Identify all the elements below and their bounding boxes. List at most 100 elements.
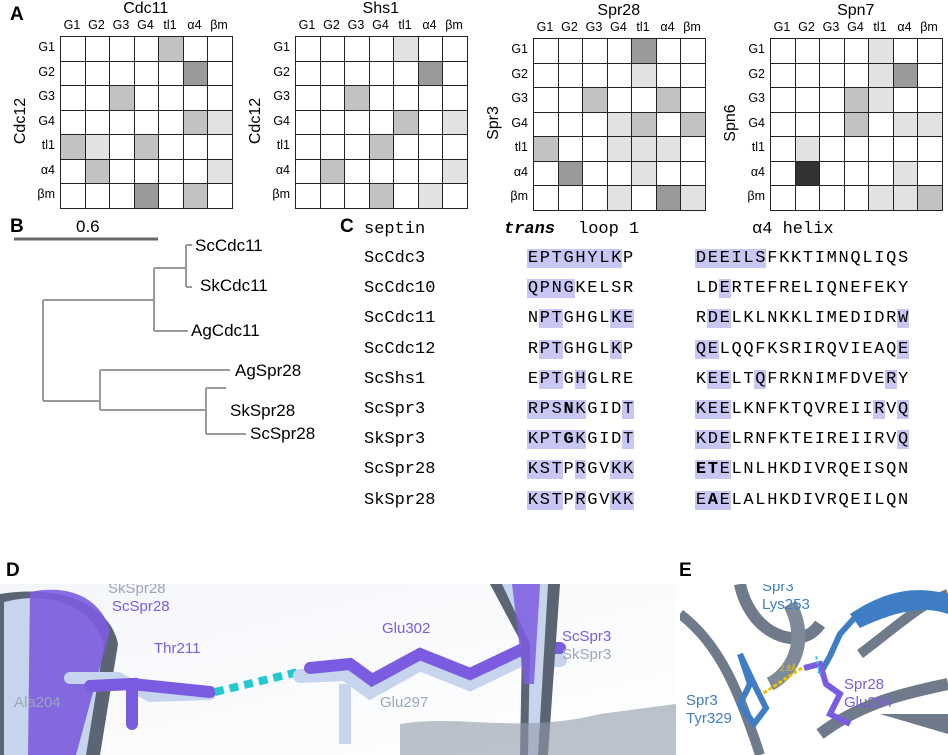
residue: K bbox=[767, 339, 778, 359]
matrix-cell bbox=[558, 161, 583, 186]
matrix-col-label: α4 bbox=[660, 20, 675, 34]
matrix-cell bbox=[183, 135, 208, 160]
residue: S bbox=[538, 490, 551, 510]
residue: Q bbox=[695, 339, 707, 359]
alignment-row-name: ScShs1 bbox=[364, 369, 426, 389]
matrix-cell bbox=[632, 88, 657, 113]
matrix-cell bbox=[134, 86, 159, 111]
matrix-cell bbox=[110, 61, 135, 86]
matrix-cell bbox=[681, 161, 706, 186]
matrix-cell bbox=[369, 184, 394, 209]
residue: H bbox=[767, 490, 778, 510]
residue: G bbox=[563, 369, 574, 389]
residue: P bbox=[538, 339, 551, 359]
matrix-col-label: βm bbox=[683, 20, 701, 34]
matrix-row-label: G3 bbox=[511, 91, 528, 105]
residue: M bbox=[826, 369, 837, 389]
residue: D bbox=[611, 400, 622, 419]
matrix-cell bbox=[558, 88, 583, 113]
matrix-row-title: Spn6 bbox=[722, 104, 739, 142]
residue: L bbox=[599, 369, 610, 389]
residue: I bbox=[862, 309, 873, 329]
matrix-cell bbox=[134, 61, 159, 86]
label-sk-spr28: SkSpr28 bbox=[108, 584, 166, 597]
alignment-row-name: ScSpr28 bbox=[364, 460, 436, 480]
residue: F bbox=[767, 430, 778, 450]
matrix-cell bbox=[443, 135, 468, 160]
residue: I bbox=[814, 249, 825, 268]
residue: N bbox=[755, 430, 766, 450]
matrix-row-label: G1 bbox=[38, 40, 55, 54]
residue: V bbox=[886, 400, 897, 419]
residue: P bbox=[538, 309, 551, 329]
panel-e-structure: Spr3 Lys253 Spr3 Tyr329 Spr28 Glu294 2.8… bbox=[680, 584, 948, 755]
matrix-cell bbox=[820, 161, 845, 186]
matrix-cell bbox=[85, 159, 110, 184]
alignment-loop-sequence: EPTGHYLKP bbox=[527, 249, 634, 268]
matrix-cell bbox=[534, 112, 559, 137]
matrix-col-label: G4 bbox=[847, 20, 864, 34]
matrix-cell bbox=[681, 88, 706, 113]
residue: R bbox=[885, 369, 898, 389]
matrix-cell bbox=[607, 161, 632, 186]
alignment-loop-sequence: RPTGHGLKP bbox=[527, 339, 634, 359]
residue: S bbox=[754, 249, 767, 268]
label-glu302: Glu302 bbox=[382, 620, 431, 637]
matrix-col-label: G1 bbox=[536, 20, 554, 34]
matrix-grid bbox=[770, 38, 943, 211]
matrix-cell bbox=[583, 137, 608, 162]
matrix-cell bbox=[320, 37, 345, 62]
residue: Q bbox=[826, 339, 837, 359]
matrix-cell bbox=[558, 112, 583, 137]
matrix-row-label: tl1 bbox=[514, 140, 528, 154]
matrix-row-label: tl1 bbox=[751, 140, 765, 154]
matrix-cell bbox=[183, 159, 208, 184]
residue: Q bbox=[527, 279, 539, 299]
panel-d-structure: SkSpr28 ScSpr28 Thr211 Ala204 Glu302 Glu… bbox=[0, 584, 676, 755]
matrix-title: Spr28 bbox=[597, 2, 641, 19]
residue: I bbox=[874, 249, 885, 268]
residue: E bbox=[838, 309, 849, 329]
matrix-cell bbox=[632, 186, 657, 211]
matrix-row-label: βm bbox=[37, 187, 55, 201]
alignment-loop-sequence: KPTGKGIDT bbox=[527, 430, 635, 450]
matrix-cell bbox=[820, 88, 845, 113]
matrix-cell bbox=[443, 110, 468, 135]
residue: E bbox=[718, 460, 731, 480]
matrix-cell bbox=[583, 39, 608, 64]
residue: T bbox=[622, 400, 635, 419]
residue: Q bbox=[743, 339, 754, 359]
matrix-cell bbox=[656, 112, 681, 137]
matrix-cell bbox=[795, 161, 820, 186]
matrix-cell bbox=[418, 61, 443, 86]
residue: M bbox=[826, 309, 837, 329]
matrix-cell bbox=[418, 135, 443, 160]
residue: E bbox=[897, 339, 910, 359]
matrix-col-label: G1 bbox=[773, 20, 791, 34]
alignment-loop-sequence: QPNGKELSR bbox=[527, 279, 634, 299]
matrix-cell bbox=[795, 137, 820, 162]
matrix-row-label: G1 bbox=[273, 40, 290, 54]
residue: E bbox=[527, 369, 539, 389]
residue: E bbox=[790, 279, 802, 299]
residue: T bbox=[743, 369, 754, 389]
residue: I bbox=[802, 490, 814, 510]
matrix-cell bbox=[918, 112, 943, 137]
matrix-cell bbox=[893, 137, 918, 162]
matrix-cell bbox=[795, 88, 820, 113]
matrix-cell bbox=[918, 39, 943, 64]
residue: R bbox=[743, 430, 754, 450]
matrix-cell bbox=[61, 37, 86, 62]
matrix-cell bbox=[296, 37, 321, 62]
matrix-cell bbox=[345, 135, 370, 160]
residue: V bbox=[814, 400, 825, 419]
residue: I bbox=[802, 339, 814, 359]
residue: L bbox=[598, 249, 611, 268]
residue: F bbox=[838, 369, 849, 389]
matrix-cell bbox=[320, 135, 345, 160]
matrix-cell bbox=[893, 112, 918, 137]
matrix-cell bbox=[844, 39, 869, 64]
residue: T bbox=[550, 369, 563, 389]
matrix-cell bbox=[320, 110, 345, 135]
matrix-cell bbox=[345, 86, 370, 111]
